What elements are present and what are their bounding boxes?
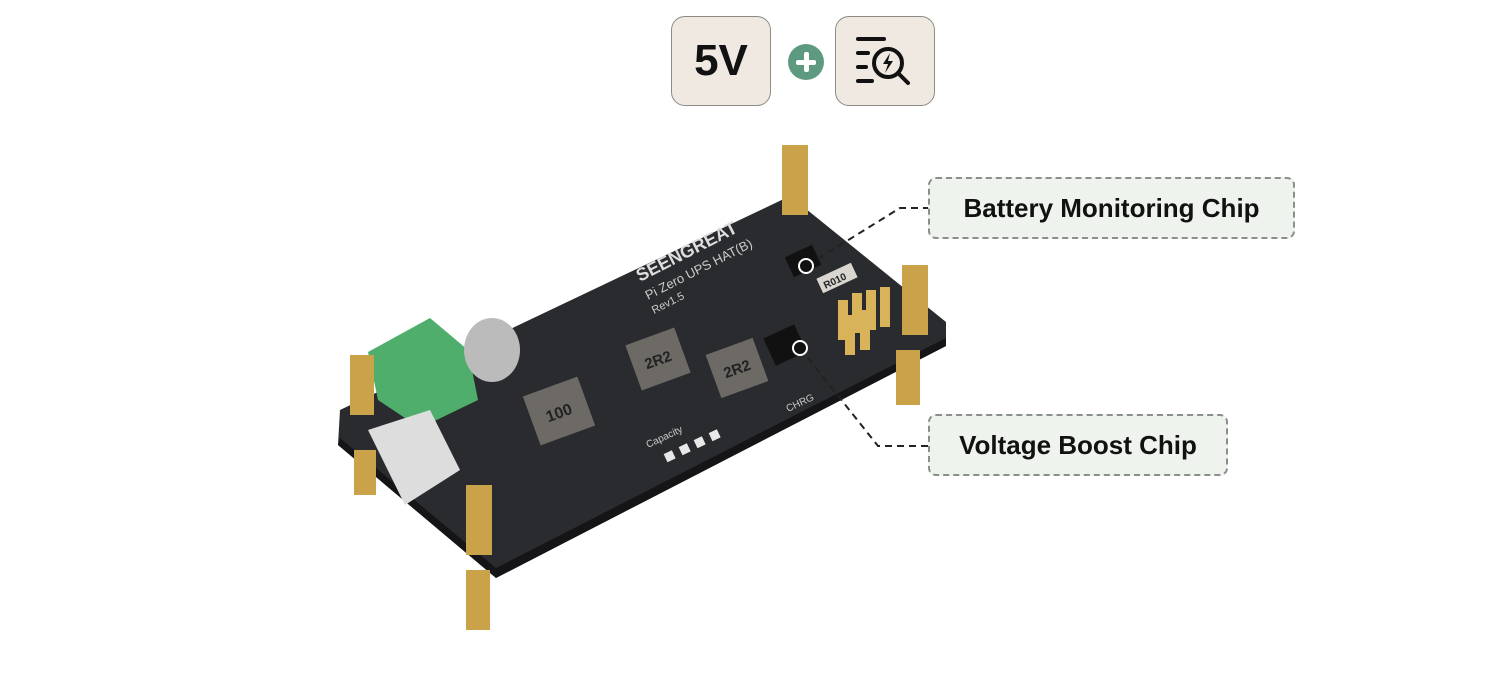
callout-voltage-boost-chip: Voltage Boost Chip — [928, 414, 1228, 476]
leader-line-boost — [799, 347, 928, 447]
inductor-2r2-b — [705, 337, 769, 399]
callout-label: Battery Monitoring Chip — [963, 192, 1260, 223]
leader-dot-battery — [798, 258, 814, 274]
inductor-100 — [522, 376, 596, 446]
battery-monitor-search-icon — [856, 37, 910, 85]
battery-monitor-badge — [835, 16, 935, 106]
plus-icon — [788, 44, 824, 80]
capacity-leds — [663, 429, 721, 463]
leader-line-battery — [807, 207, 930, 266]
pogo-pins — [838, 287, 890, 355]
voltage-badge: 5V — [671, 16, 771, 106]
brass-standoffs — [350, 145, 928, 630]
voltage-label: 5V — [694, 36, 748, 85]
slide-switch — [368, 410, 460, 505]
leader-dot-boost — [792, 340, 808, 356]
capacitor — [464, 318, 520, 382]
green-terminal-block — [368, 318, 478, 428]
shunt-resistor — [816, 262, 858, 294]
voltage-boost-chip — [763, 324, 807, 366]
callout-battery-monitoring-chip: Battery Monitoring Chip — [928, 177, 1295, 239]
callout-label: Voltage Boost Chip — [959, 429, 1197, 460]
inductor-2r2-a — [625, 327, 691, 391]
